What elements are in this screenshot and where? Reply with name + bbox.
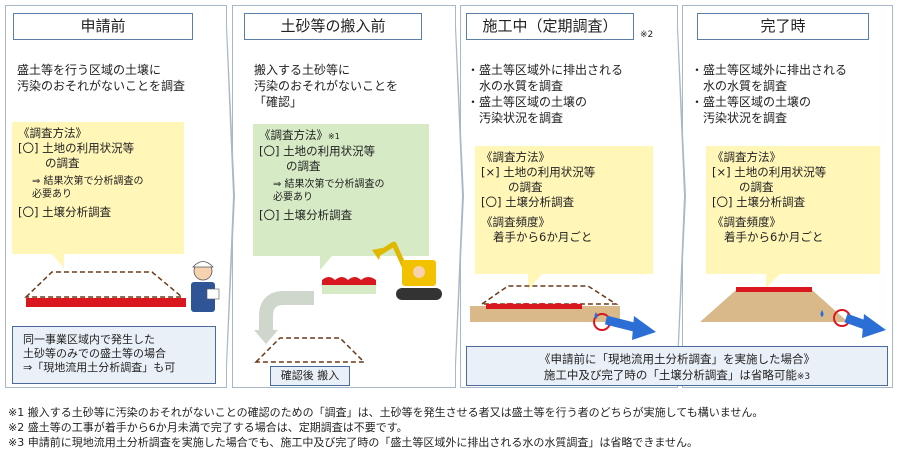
desc-line: 汚染状況を調査 [703, 111, 788, 125]
method-box-1: 《調査方法》 [〇] 土地の利用状況等 の調査 ⇒ 結果次第で分析調査の 必要あ… [12, 122, 184, 254]
desc-line: 汚染のおそれがないことを調査 [17, 79, 186, 93]
method-line: [〇] 土地の利用状況等 [259, 144, 376, 158]
note-line: 土砂等のみでの盛土等の場合 [23, 347, 166, 360]
surveyor-worker-icon [191, 261, 220, 312]
step-chevron-inner [676, 5, 684, 387]
method-box-3: 《調査方法》 [×] 土地の利用状況等 の調査 [〇] 土壌分析調査 《調査頻度… [475, 146, 653, 274]
desc-line: 汚染のおそれがないことを [254, 79, 399, 93]
desc-line: 搬入する土砂等に [254, 63, 351, 77]
desc-line: 汚染状況を調査 [479, 111, 564, 125]
desc-line: ・盛土等区域の土壌の [467, 95, 588, 109]
method-sub: ⇒ 結果次第で分析調査の [273, 179, 385, 190]
method-line: [〇] 土壌分析調査 [481, 195, 575, 209]
frequency-heading: 《調査頻度》 [481, 215, 550, 229]
stage-desc-1: 盛土等を行う区域の土壌に 汚染のおそれがないことを調査 [17, 62, 185, 94]
frequency-value: 着手から6か月ごと [493, 230, 593, 244]
stage-desc-4: ・盛土等区域外に排出される 水の水質を調査 ・盛土等区域の土壌の 汚染状況を調査 [691, 62, 847, 126]
method-line: [〇] 土壌分析調査 [712, 195, 806, 209]
desc-line: ・盛土等区域外に排出される [467, 63, 624, 77]
bottom-note-1: 同一事業区域内で発生した 土砂等のみでの盛土等の場合 ⇒「現地流用土分析調査」も… [12, 326, 216, 384]
method-sub: 必要あり [32, 189, 72, 200]
footnote-mark: ※2 [640, 30, 654, 40]
desc-line: ・盛土等区域の土壌の [691, 95, 812, 109]
method-heading: 《調査方法》 [18, 126, 87, 140]
method-sub: 必要あり [273, 192, 313, 203]
desc-line: 盛土等を行う区域の土壌に [17, 63, 162, 77]
completed-fill-illustration [700, 274, 886, 338]
footnote-mark: ※1 [328, 132, 340, 141]
stage-title-3: 施工中（定期調査） [466, 13, 634, 40]
method-line: の調査 [45, 156, 80, 170]
stage-desc-2: 搬入する土砂等に 汚染のおそれがないことを 「確認」 [254, 62, 398, 110]
construction-illustration [470, 274, 656, 340]
frequency-heading: 《調査頻度》 [712, 215, 781, 229]
footnote-mark: ※3 [796, 372, 811, 382]
note-line: ⇒「現地流用土分析調査」も可 [23, 361, 176, 374]
method-line: [〇] 土壌分析調査 [18, 205, 112, 219]
stage-title-1: 申請前 [13, 13, 193, 40]
step-chevron-inner [454, 5, 462, 387]
frequency-value: 着手から6か月ごと [724, 230, 824, 244]
footnote-3: ※3 申請前に現地流用土分析調査を実施した場合でも、施工中及び完了時の「盛土等区… [8, 436, 699, 449]
soil-import-illustration [254, 241, 442, 363]
method-line: [×] 土地の利用状況等 [481, 165, 596, 179]
method-line: の調査 [739, 180, 774, 194]
survey-area-illustration-1 [24, 254, 186, 307]
footnote-1: ※1 搬入する土砂等に汚染のおそれがないことの確認のための「調査」は、土砂等を発… [8, 406, 764, 419]
desc-line: 水の水質を調査 [703, 79, 788, 93]
method-sub: ⇒ 結果次第で分析調査の [32, 176, 144, 187]
method-box-2: 《調査方法》※1 [〇] 土地の利用状況等 の調査 ⇒ 結果次第で分析調査の 必… [253, 124, 429, 256]
method-heading: 《調査方法》 [259, 128, 328, 142]
stage-title-2: 土砂等の搬入前 [244, 13, 422, 40]
method-line: [〇] 土地の利用状況等 [18, 141, 135, 155]
step-chevron-inner [225, 5, 233, 387]
shared-note-line: 《申請前に「現地流用土分析調査」を実施した場合》 [539, 352, 815, 366]
method-line: の調査 [286, 159, 321, 173]
shared-note-line: 施工中及び完了時の「土壌分析調査」は省略可能 [543, 368, 797, 382]
method-heading: 《調査方法》 [481, 150, 550, 164]
stage-desc-3: ・盛土等区域外に排出される 水の水質を調査 ・盛土等区域の土壌の 汚染状況を調査 [467, 62, 623, 126]
shared-note: 《申請前に「現地流用土分析調査」を実施した場合》 施工中及び完了時の「土壌分析調… [466, 346, 888, 386]
stage-title-4: 完了時 [697, 13, 869, 40]
desc-line: ・盛土等区域外に排出される [691, 63, 848, 77]
method-line: [×] 土地の利用状況等 [712, 165, 827, 179]
method-line: の調査 [508, 180, 543, 194]
method-line: [〇] 土壌分析調査 [259, 208, 353, 222]
footnote-2: ※2 盛土等の工事が着手から6か月未満で完了する場合は、定期調査は不要です。 [8, 421, 408, 434]
desc-line: 「確認」 [254, 95, 303, 109]
desc-line: 水の水質を調査 [479, 79, 564, 93]
tag-after-check: 確認後 搬入 [270, 366, 350, 386]
note-line: 同一事業区域内で発生した [23, 333, 155, 346]
method-heading: 《調査方法》 [712, 150, 781, 164]
method-box-4: 《調査方法》 [×] 土地の利用状況等 の調査 [〇] 土壌分析調査 《調査頻度… [706, 146, 880, 274]
